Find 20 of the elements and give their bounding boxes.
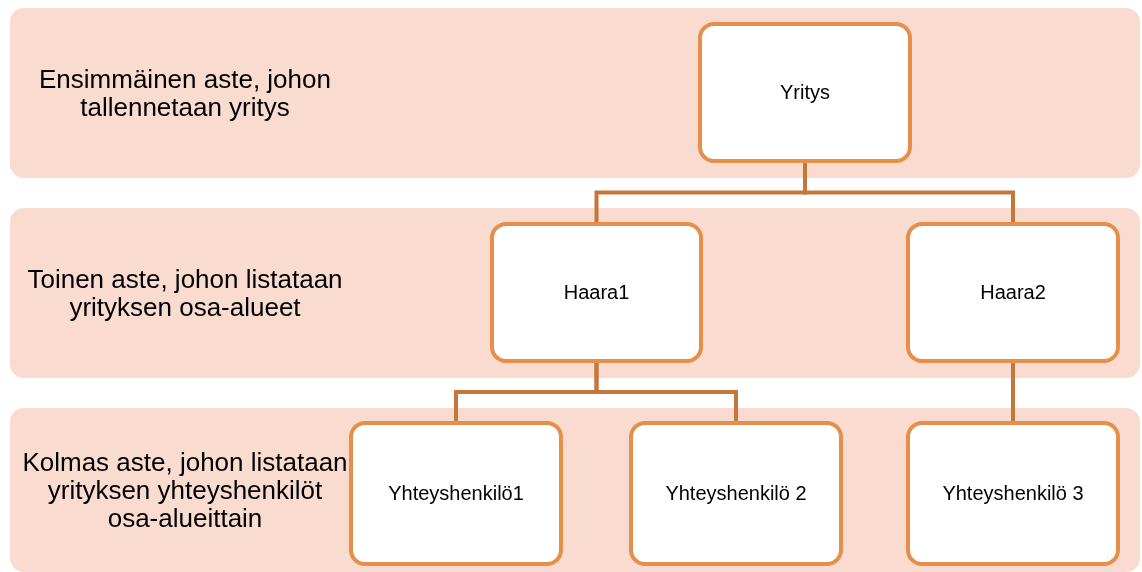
org-box (349, 421, 563, 566)
box-label: Haara1 (563, 281, 630, 304)
connector-line (594, 363, 738, 421)
org-box (906, 222, 1120, 363)
box-label: Yritys (780, 81, 830, 104)
box-label: Yhteyshenkilö1 (388, 482, 524, 505)
connector-line (1011, 363, 1015, 421)
org-box (629, 421, 843, 566)
org-box (698, 22, 912, 163)
box-label: Yhteyshenkilö 2 (665, 482, 807, 505)
level-description: Kolmas aste, johon listataan yrityksen yhteyshenkilöt osa-alueittain (21, 445, 349, 536)
org-box (906, 421, 1120, 566)
box-label: Yhteyshenkilö 3 (942, 482, 1084, 505)
level-band (10, 8, 1140, 178)
box-label: Haara2 (980, 281, 1046, 304)
org-box (490, 222, 703, 363)
level-description: Ensimmäinen aste, johon tallennetaan yritys (38, 62, 332, 124)
level-band (10, 208, 1140, 378)
level-band (10, 408, 1140, 572)
level-description: Toinen aste, johon listataan yrityksen osa-alueet (26, 262, 344, 324)
